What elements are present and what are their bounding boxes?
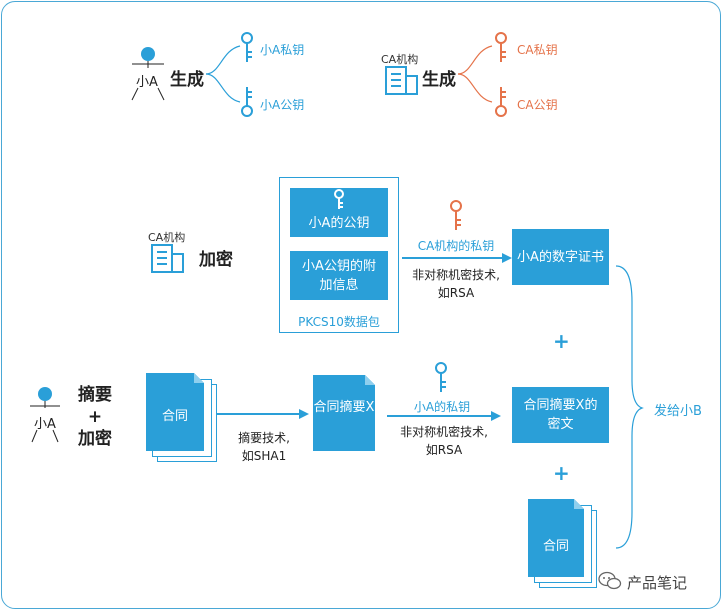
ca-org-label-2: CA机构 [148, 231, 186, 244]
pkcs10-package [279, 177, 399, 333]
key-icon [450, 200, 462, 230]
key-icon [495, 87, 507, 117]
arrow [217, 409, 309, 419]
plus-sign-small: + [87, 407, 103, 427]
asym-note-2-line1: 非对称机密技术, [400, 425, 488, 439]
document-icon [528, 499, 584, 577]
a-private-key-label: 小A私钥 [260, 43, 305, 57]
asym-note-line1: 非对称机密技术, [412, 268, 500, 282]
plus-sign: + [553, 329, 570, 353]
ca-org-label: CA机构 [381, 53, 419, 66]
contract-digest-label: 合同摘要X [313, 400, 375, 415]
branch-brace [205, 45, 241, 103]
send-to-b-label: 发给小B [654, 404, 702, 419]
document-icon [146, 373, 204, 451]
arrow [387, 411, 501, 421]
digest-note-line1: 摘要技术, [238, 431, 290, 445]
ciphertext-box: 合同摘要X的密文 [512, 387, 609, 443]
key-icon [334, 189, 344, 209]
arrow [402, 253, 512, 263]
key-icon [435, 362, 447, 392]
key-icon [241, 32, 253, 62]
digest-note-line2: 如SHA1 [241, 449, 287, 463]
asym-note-2-line2: 如RSA [425, 443, 463, 457]
document-icon [313, 375, 375, 451]
digital-certificate-box: 小A的数字证书 [512, 229, 609, 285]
person-label: 小A [136, 75, 158, 90]
plus-sign: + [553, 461, 570, 485]
building-icon [151, 244, 184, 273]
asym-note-line2: 如RSA [437, 286, 475, 300]
encrypt-label: 加密 [199, 250, 233, 270]
key-icon [241, 87, 253, 117]
key-icon [495, 32, 507, 62]
pkcs10-caption: PKCS10数据包 [298, 315, 380, 329]
watermark-text: 产品笔记 [627, 574, 688, 592]
asym-note: 非对称机密技术, 如RSA [402, 266, 510, 302]
person-label-2: 小A [34, 417, 56, 432]
a-public-key-extra-info-box: 小A公钥的附加信息 [290, 251, 388, 300]
a-public-key-box: 小A的公钥 [290, 188, 388, 237]
asym-note-2: 非对称机密技术, 如RSA [390, 423, 498, 459]
digest-note: 摘要技术, 如SHA1 [220, 429, 308, 465]
building-icon [385, 66, 418, 95]
ca-org-private-key-label: CA机构的私钥 [417, 239, 495, 253]
digest-label: 摘要 [78, 385, 112, 405]
person-icon [131, 47, 165, 101]
a-private-key-label-2: 小A的私钥 [413, 400, 471, 414]
contract-label-2: 合同 [542, 539, 569, 554]
wechat-icon [598, 571, 622, 590]
ca-generate-label: 生成 [422, 70, 456, 90]
right-brace [615, 265, 644, 549]
ca-private-key-label: CA私钥 [517, 43, 558, 57]
a-public-key-label: 小A公钥 [260, 98, 305, 112]
generate-label: 生成 [170, 70, 204, 90]
person-icon [30, 387, 60, 443]
branch-brace [457, 45, 493, 103]
contract-label: 合同 [161, 409, 188, 424]
ca-public-key-label: CA公钥 [517, 98, 558, 112]
encrypt-label-2: 加密 [78, 429, 112, 449]
digest-encrypt-label: 摘要 + 加密 [75, 384, 115, 450]
